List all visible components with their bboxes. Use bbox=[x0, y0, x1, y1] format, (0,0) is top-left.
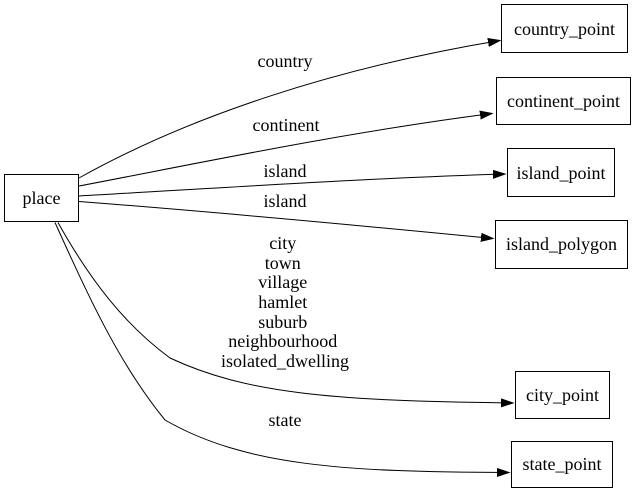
edge-place-city_point: city town village hamlet suburb neighbou… bbox=[57, 222, 513, 404]
edge-label-island-point: island bbox=[264, 161, 307, 181]
node-box-state-point bbox=[511, 441, 613, 488]
node-label-state-point: state_point bbox=[523, 454, 602, 474]
edge-line-island-point bbox=[78, 174, 505, 197]
edge-label-country: country bbox=[258, 51, 313, 71]
node-place: place bbox=[4, 174, 79, 222]
edge-line-country bbox=[78, 41, 500, 179]
node-continent_point: continent_point bbox=[496, 77, 631, 125]
edge-place-island_polygon: island bbox=[78, 191, 493, 239]
node-island_point: island_point bbox=[507, 148, 615, 197]
edge-label-line: town bbox=[265, 253, 301, 273]
edge-line-continent bbox=[78, 114, 492, 187]
node-box-island-point bbox=[507, 148, 615, 197]
edges: country continent island island city tow… bbox=[54, 41, 513, 473]
edge-label-city-multiline: city town village hamlet suburb neighbou… bbox=[221, 233, 349, 371]
node-box-city-point bbox=[515, 371, 610, 419]
edge-line-state bbox=[54, 222, 509, 473]
node-label-country-point: country_point bbox=[514, 19, 615, 39]
edge-label-line: neighbourhood bbox=[228, 331, 337, 351]
edge-line-city bbox=[57, 222, 513, 404]
edge-label-line: city bbox=[269, 233, 296, 253]
edge-place-island_point: island bbox=[78, 161, 505, 197]
edge-label-line: village bbox=[258, 272, 307, 292]
node-label-island-polygon: island_polygon bbox=[506, 234, 617, 254]
edge-place-country_point: country bbox=[78, 41, 500, 179]
node-country_point: country_point bbox=[501, 4, 628, 53]
edge-place-state_point: state bbox=[54, 222, 509, 473]
nodes: place country_point continent_point isla… bbox=[4, 4, 631, 488]
edge-label-line: hamlet bbox=[258, 292, 307, 312]
edge-label-line: suburb bbox=[258, 312, 307, 332]
edge-label-continent: continent bbox=[253, 115, 320, 135]
node-island_polygon: island_polygon bbox=[495, 220, 628, 269]
edge-line-island-polygon bbox=[78, 201, 493, 239]
node-label-continent-point: continent_point bbox=[507, 91, 620, 111]
edge-place-continent_point: continent bbox=[78, 114, 492, 187]
node-box-island-polygon bbox=[495, 220, 628, 269]
node-box-country-point bbox=[501, 4, 628, 53]
node-box-continent-point bbox=[496, 77, 631, 125]
node-label-city-point: city_point bbox=[526, 385, 599, 405]
node-state_point: state_point bbox=[511, 441, 613, 488]
edge-label-state: state bbox=[269, 410, 302, 430]
edge-label-island-polygon: island bbox=[264, 191, 307, 211]
node-label-island-point: island_point bbox=[517, 163, 606, 183]
node-box-place bbox=[4, 174, 79, 222]
node-label-place: place bbox=[23, 188, 61, 208]
edge-label-line: isolated_dwelling bbox=[221, 351, 349, 371]
node-city_point: city_point bbox=[515, 371, 610, 419]
